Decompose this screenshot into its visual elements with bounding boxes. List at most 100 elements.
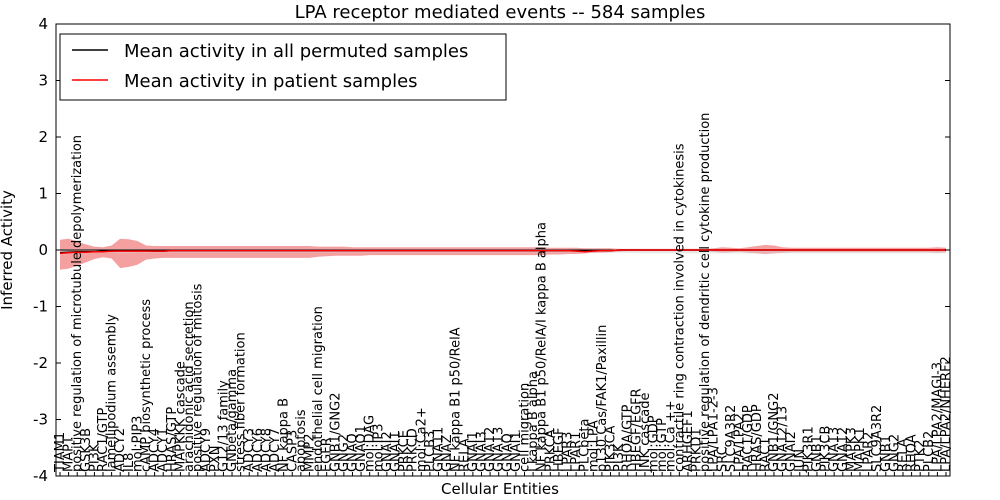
entity-label: mol:Ca ++ bbox=[664, 400, 679, 472]
entity-label: NF kappa B1 p50/RelA bbox=[449, 327, 464, 472]
entity-label: LPAR2 bbox=[862, 432, 877, 472]
entity-label: SLC9A3R2 bbox=[724, 405, 739, 472]
entity-label: mol:Ca2+ bbox=[414, 407, 429, 472]
entity-label: MAPT bbox=[62, 436, 77, 472]
entity-label: ADCY8 bbox=[259, 428, 274, 472]
entity-label: PTK2 bbox=[913, 439, 928, 472]
legend: Mean activity in all permuted samples Me… bbox=[59, 33, 507, 101]
entity-label: GNA12 bbox=[483, 427, 498, 472]
entity-label: JUN bbox=[793, 449, 808, 473]
entity-label: ARHGEF1 bbox=[681, 410, 696, 472]
entity-label: PLCbeta bbox=[578, 418, 593, 471]
entity-label: positive regulation of microtubule depol… bbox=[70, 135, 85, 472]
entity-label: PRKCE bbox=[397, 430, 412, 472]
chart-title: LPA receptor mediated events -- 584 samp… bbox=[295, 2, 706, 23]
entity-label: IL8 bbox=[122, 453, 137, 472]
entity-label: PRKCD bbox=[406, 428, 421, 472]
entity-label: RHOA/GTP bbox=[621, 404, 636, 472]
entity-label: GNbeta/gamma bbox=[225, 369, 240, 472]
entity-label: GNAI1 bbox=[509, 431, 524, 472]
entity-label: ADCY9 bbox=[199, 428, 214, 472]
entity-label: ADCY4 bbox=[148, 428, 163, 472]
legend-label-permuted: Mean activity in all permuted samples bbox=[124, 41, 468, 62]
entity-label: MAPKKK cascade bbox=[173, 361, 188, 472]
entity-label: cAMP biosynthetic process bbox=[139, 299, 154, 472]
entity-label: SLC9A3R2 bbox=[870, 405, 885, 472]
entity-label: GNAI2 bbox=[380, 431, 395, 472]
plot-frame bbox=[55, 23, 951, 477]
entity-label: GNB1 bbox=[879, 435, 894, 472]
y-tick-label: -1 bbox=[33, 298, 48, 316]
entity-label: GNG2 bbox=[887, 434, 902, 472]
entity-label: ADCY3 bbox=[242, 428, 257, 472]
entity-label: mol:GDP bbox=[647, 415, 662, 472]
patient-activity-band bbox=[60, 238, 946, 270]
entity-label: mol:DAG bbox=[363, 415, 378, 472]
y-tick-label: -2 bbox=[33, 354, 48, 372]
entity-label: GNA12 bbox=[836, 427, 851, 472]
entity-label: MMP2 bbox=[303, 433, 318, 472]
entity-label: p130 Cas/FAK1/Paxillin bbox=[595, 325, 610, 472]
entity-label: GNAI1 bbox=[389, 431, 404, 472]
entity-label: LPA/LPA1-2-3 bbox=[707, 387, 722, 472]
entity-label: MAPK3 bbox=[844, 427, 859, 472]
entity-label: mol:PIP3 bbox=[130, 416, 145, 472]
entity-label: GNA11 bbox=[432, 427, 447, 472]
entity-label: GNA13 bbox=[492, 427, 507, 472]
entity-label: RELA bbox=[896, 438, 911, 472]
entity-label: GNG2 bbox=[337, 434, 352, 472]
entity-label: PXN bbox=[208, 445, 223, 471]
entity-label: GNB1 bbox=[810, 435, 825, 472]
entity-label: G12/13 family bbox=[216, 380, 231, 472]
entity-label: EGFR bbox=[320, 437, 335, 472]
entity-label: LPA/LPA2/NHERF2 bbox=[939, 356, 954, 472]
entity-label: GNAZ bbox=[440, 434, 455, 472]
entity-label: GNB1/GNG2 bbox=[767, 393, 782, 473]
entity-label: HBEGF/EGFR bbox=[629, 388, 644, 472]
entity-label: GNAQ bbox=[346, 433, 361, 472]
entity-label: LPA/LPA2 bbox=[733, 413, 748, 472]
entity-label: stress fiber formation bbox=[234, 332, 249, 472]
entity-label: contractile ring contraction involved in… bbox=[672, 143, 687, 472]
entity-label: lamellipodium assembly bbox=[105, 314, 120, 472]
entity-label: LPAR3 bbox=[561, 432, 576, 472]
entity-label: GNB1/GNG2 bbox=[328, 393, 343, 473]
entity-label: mol:IP3 bbox=[371, 423, 386, 472]
entity-label: RAC1 bbox=[758, 438, 773, 473]
entity-label: RELA bbox=[457, 438, 472, 472]
entity-label: PRKCA bbox=[543, 429, 558, 472]
entity-label: GNAI3 bbox=[475, 431, 490, 472]
entity-label: HBEGF bbox=[552, 428, 567, 472]
entity-label: PLCB2 bbox=[922, 431, 937, 472]
entity-label: ADCY7 bbox=[268, 428, 283, 472]
legend-label-patient: Mean activity in patient samples bbox=[124, 71, 418, 92]
entity-label: NF kappa B1 p50/RelA/I kappa B alpha bbox=[535, 222, 550, 472]
x-axis-label: Cellular Entities bbox=[441, 480, 559, 498]
entity-label: CASP3 bbox=[285, 430, 300, 472]
entity-label: TIAM1 bbox=[53, 432, 68, 473]
y-tick-label: 1 bbox=[38, 185, 48, 203]
entity-label: ADCY2 bbox=[113, 428, 128, 472]
entity-label: GSK3B bbox=[79, 428, 94, 472]
entity-label: I kappa B alpha bbox=[526, 371, 541, 472]
entity-label: LPAR1 bbox=[569, 432, 584, 472]
entity-label: GNAO1 bbox=[354, 425, 369, 472]
entity-label: GNAI1 bbox=[466, 431, 481, 472]
entity-label: apoptosis bbox=[294, 409, 309, 472]
entity-label: RAC1/GTP bbox=[96, 408, 111, 472]
entity-label: PIK3R1 bbox=[801, 426, 816, 472]
entity-label: mol:GTP bbox=[655, 418, 670, 472]
y-axis-label: Inferred Activity bbox=[0, 190, 16, 310]
y-tick-label: 2 bbox=[38, 128, 48, 146]
entity-label: RHOA bbox=[905, 434, 920, 472]
patient-mean-line bbox=[59, 249, 946, 255]
y-tick-label: 4 bbox=[38, 15, 48, 33]
entity-label: GNAQ bbox=[500, 433, 515, 472]
legend-box bbox=[59, 33, 507, 101]
entity-label: arachidonic acid secretion bbox=[182, 301, 197, 472]
entity-label: HRAS/GDP bbox=[750, 404, 765, 472]
entity-label: endothelial cell migration bbox=[311, 306, 326, 472]
entity-label: PIK3CA bbox=[604, 425, 619, 472]
